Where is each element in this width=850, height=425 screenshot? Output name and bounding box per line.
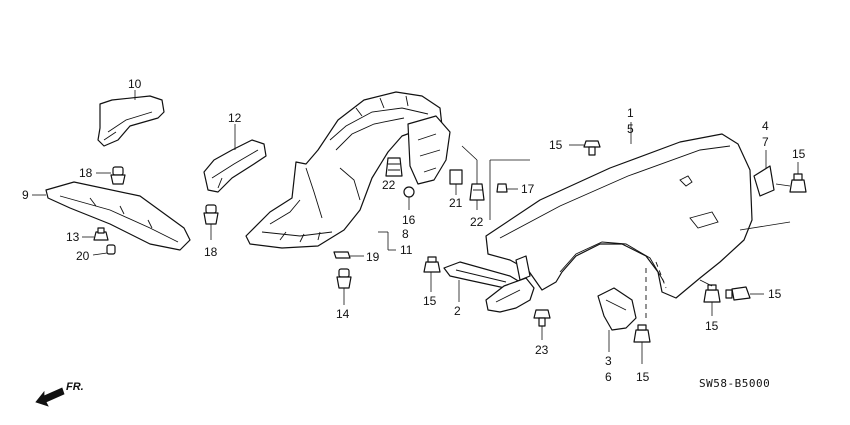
callout-6: 6 — [605, 370, 612, 384]
callout-12: 12 — [228, 111, 242, 125]
diagram-code: SW58-B5000 — [699, 377, 770, 390]
callout-21: 21 — [449, 196, 463, 210]
callout-15: 15 — [768, 287, 782, 301]
callout-2: 2 — [454, 304, 461, 318]
callout-1: 1 — [627, 106, 634, 120]
callout-14: 14 — [336, 307, 350, 321]
callout-18: 18 — [204, 245, 218, 259]
clip-20 — [92, 244, 116, 256]
callout-19: 19 — [366, 250, 380, 264]
callout-13: 13 — [66, 230, 80, 244]
clip-21 — [449, 169, 463, 195]
bracket-part-12 — [203, 124, 267, 193]
callout-3: 3 — [605, 354, 612, 368]
bracket-lower — [485, 255, 535, 313]
callout-7: 7 — [762, 135, 769, 149]
callout-22: 22 — [470, 215, 484, 229]
callout-15: 15 — [792, 147, 806, 161]
splash-shield-part-9 — [32, 181, 191, 251]
clip-22-a — [385, 157, 403, 177]
callout-labels: 10 12 18 9 13 20 18 22 16 21 22 17 8 11 … — [22, 77, 806, 384]
clip-14 — [336, 268, 352, 305]
callout-15: 15 — [423, 294, 437, 308]
callout-5: 5 — [627, 122, 634, 136]
callout-15: 15 — [705, 319, 719, 333]
mud-guard-insert — [407, 115, 451, 185]
bolt-15-c — [423, 256, 441, 292]
bolt-13 — [82, 227, 109, 241]
clip-22-b — [461, 145, 485, 210]
bolt-15-e — [699, 279, 721, 316]
callout-16: 16 — [402, 213, 416, 227]
callout-22: 22 — [382, 178, 396, 192]
bolt-17 — [489, 159, 530, 220]
callout-15: 15 — [549, 138, 563, 152]
callout-20: 20 — [76, 249, 90, 263]
callout-8: 8 — [402, 227, 409, 241]
bolt-15-d — [633, 324, 651, 364]
callout-10: 10 — [128, 77, 142, 91]
callout-15: 15 — [636, 370, 650, 384]
front-fender-part-1-5 — [485, 122, 753, 299]
bolt-23 — [533, 309, 551, 340]
bracket-part-10 — [97, 90, 165, 147]
bolt-15-f — [725, 286, 764, 301]
clip-18-a — [96, 166, 126, 185]
front-direction-label: FR. — [66, 381, 84, 393]
callout-17: 17 — [521, 182, 535, 196]
callout-11: 11 — [400, 243, 413, 257]
callout-4: 4 — [762, 119, 769, 133]
callout-18: 18 — [79, 166, 93, 180]
alignment-guides — [645, 261, 667, 320]
bolt-15-b — [739, 162, 807, 231]
clip-19 — [333, 251, 364, 259]
callout-9: 9 — [22, 188, 29, 202]
bracket-part-4-7 — [753, 150, 775, 197]
bracket-part-3-6 — [597, 287, 637, 352]
clip-18-b — [203, 204, 219, 240]
front-direction-arrow: FR. — [35, 381, 84, 407]
clip-16 — [403, 186, 415, 210]
callout-23: 23 — [535, 343, 549, 357]
bolt-15-a — [569, 140, 601, 156]
fender-liner-part-8-11 — [245, 91, 443, 251]
